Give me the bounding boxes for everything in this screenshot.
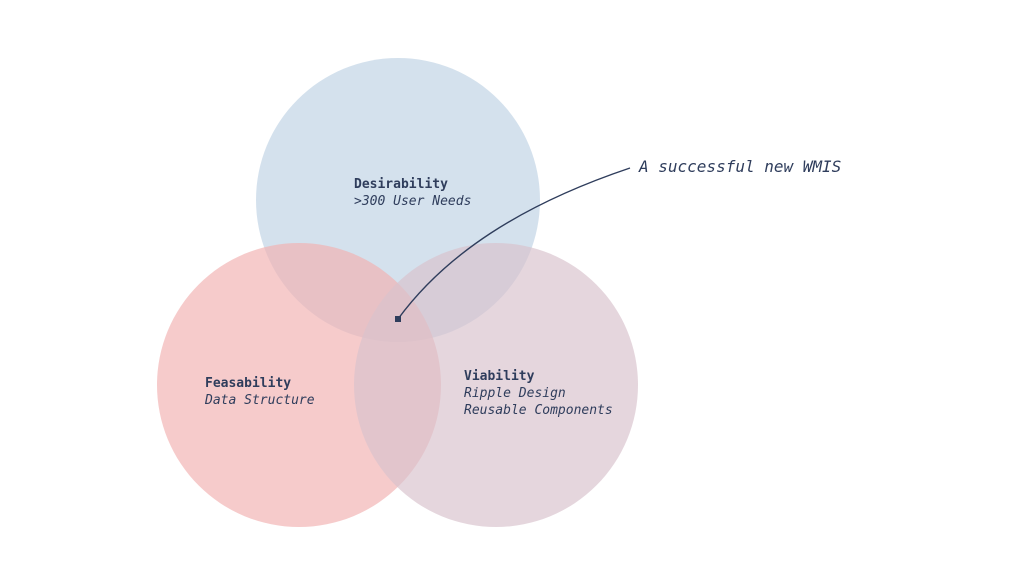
viability-label: Viability Ripple Design Reusable Compone… xyxy=(464,368,613,419)
viability-circle xyxy=(354,243,638,527)
annotation-label: A successful new WMIS xyxy=(639,157,842,176)
desirability-detail: >300 User Needs xyxy=(354,194,472,209)
desirability-label: Desirability >300 User Needs xyxy=(354,176,471,210)
feasibility-label: Feasability Data Structure xyxy=(205,375,315,409)
viability-detail-1: Ripple Design xyxy=(464,386,566,401)
viability-detail-2: Reusable Components xyxy=(464,403,613,418)
desirability-title: Desirability xyxy=(354,177,448,192)
feasibility-circle xyxy=(157,243,441,527)
intersection-marker xyxy=(395,316,401,322)
annotation-connector xyxy=(397,167,631,320)
viability-title: Viability xyxy=(464,369,535,384)
feasibility-title: Feasability xyxy=(205,376,292,391)
feasibility-detail: Data Structure xyxy=(205,393,315,408)
